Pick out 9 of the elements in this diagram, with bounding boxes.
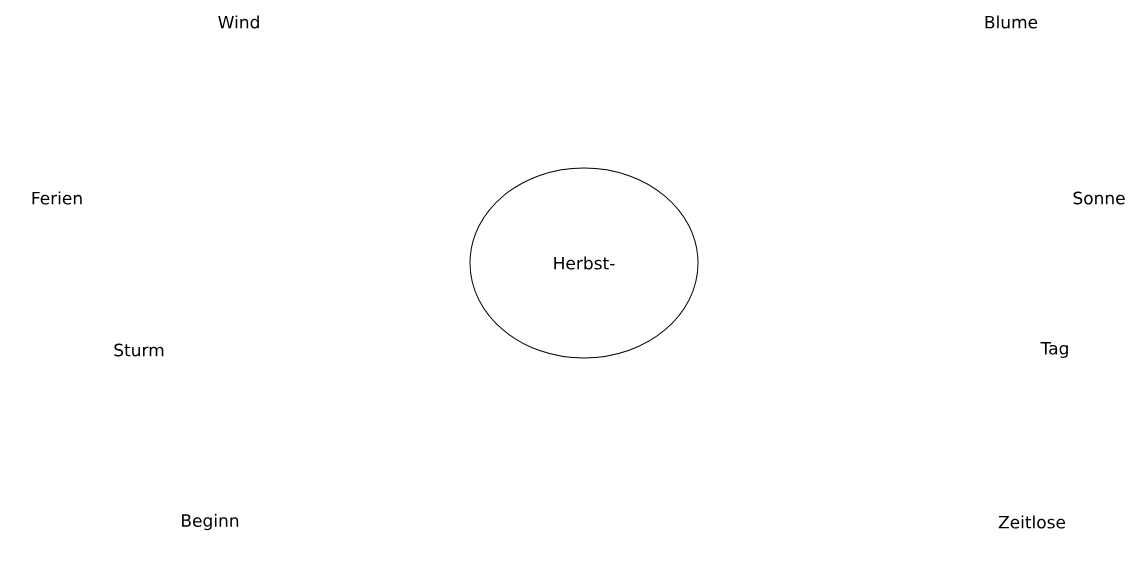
word-label: Blume	[985, 15, 1038, 29]
word-label: Tag	[1040, 342, 1068, 358]
word-label: Ferien	[32, 191, 82, 205]
ellipse-node: Herbst-	[469, 167, 699, 359]
word-label: Beginn	[182, 513, 239, 531]
word-label: Wind	[218, 15, 259, 29]
word-label: Sturm	[114, 343, 164, 357]
word-label: Sonne	[1073, 191, 1125, 205]
word-label: Zeitlose	[998, 515, 1066, 529]
